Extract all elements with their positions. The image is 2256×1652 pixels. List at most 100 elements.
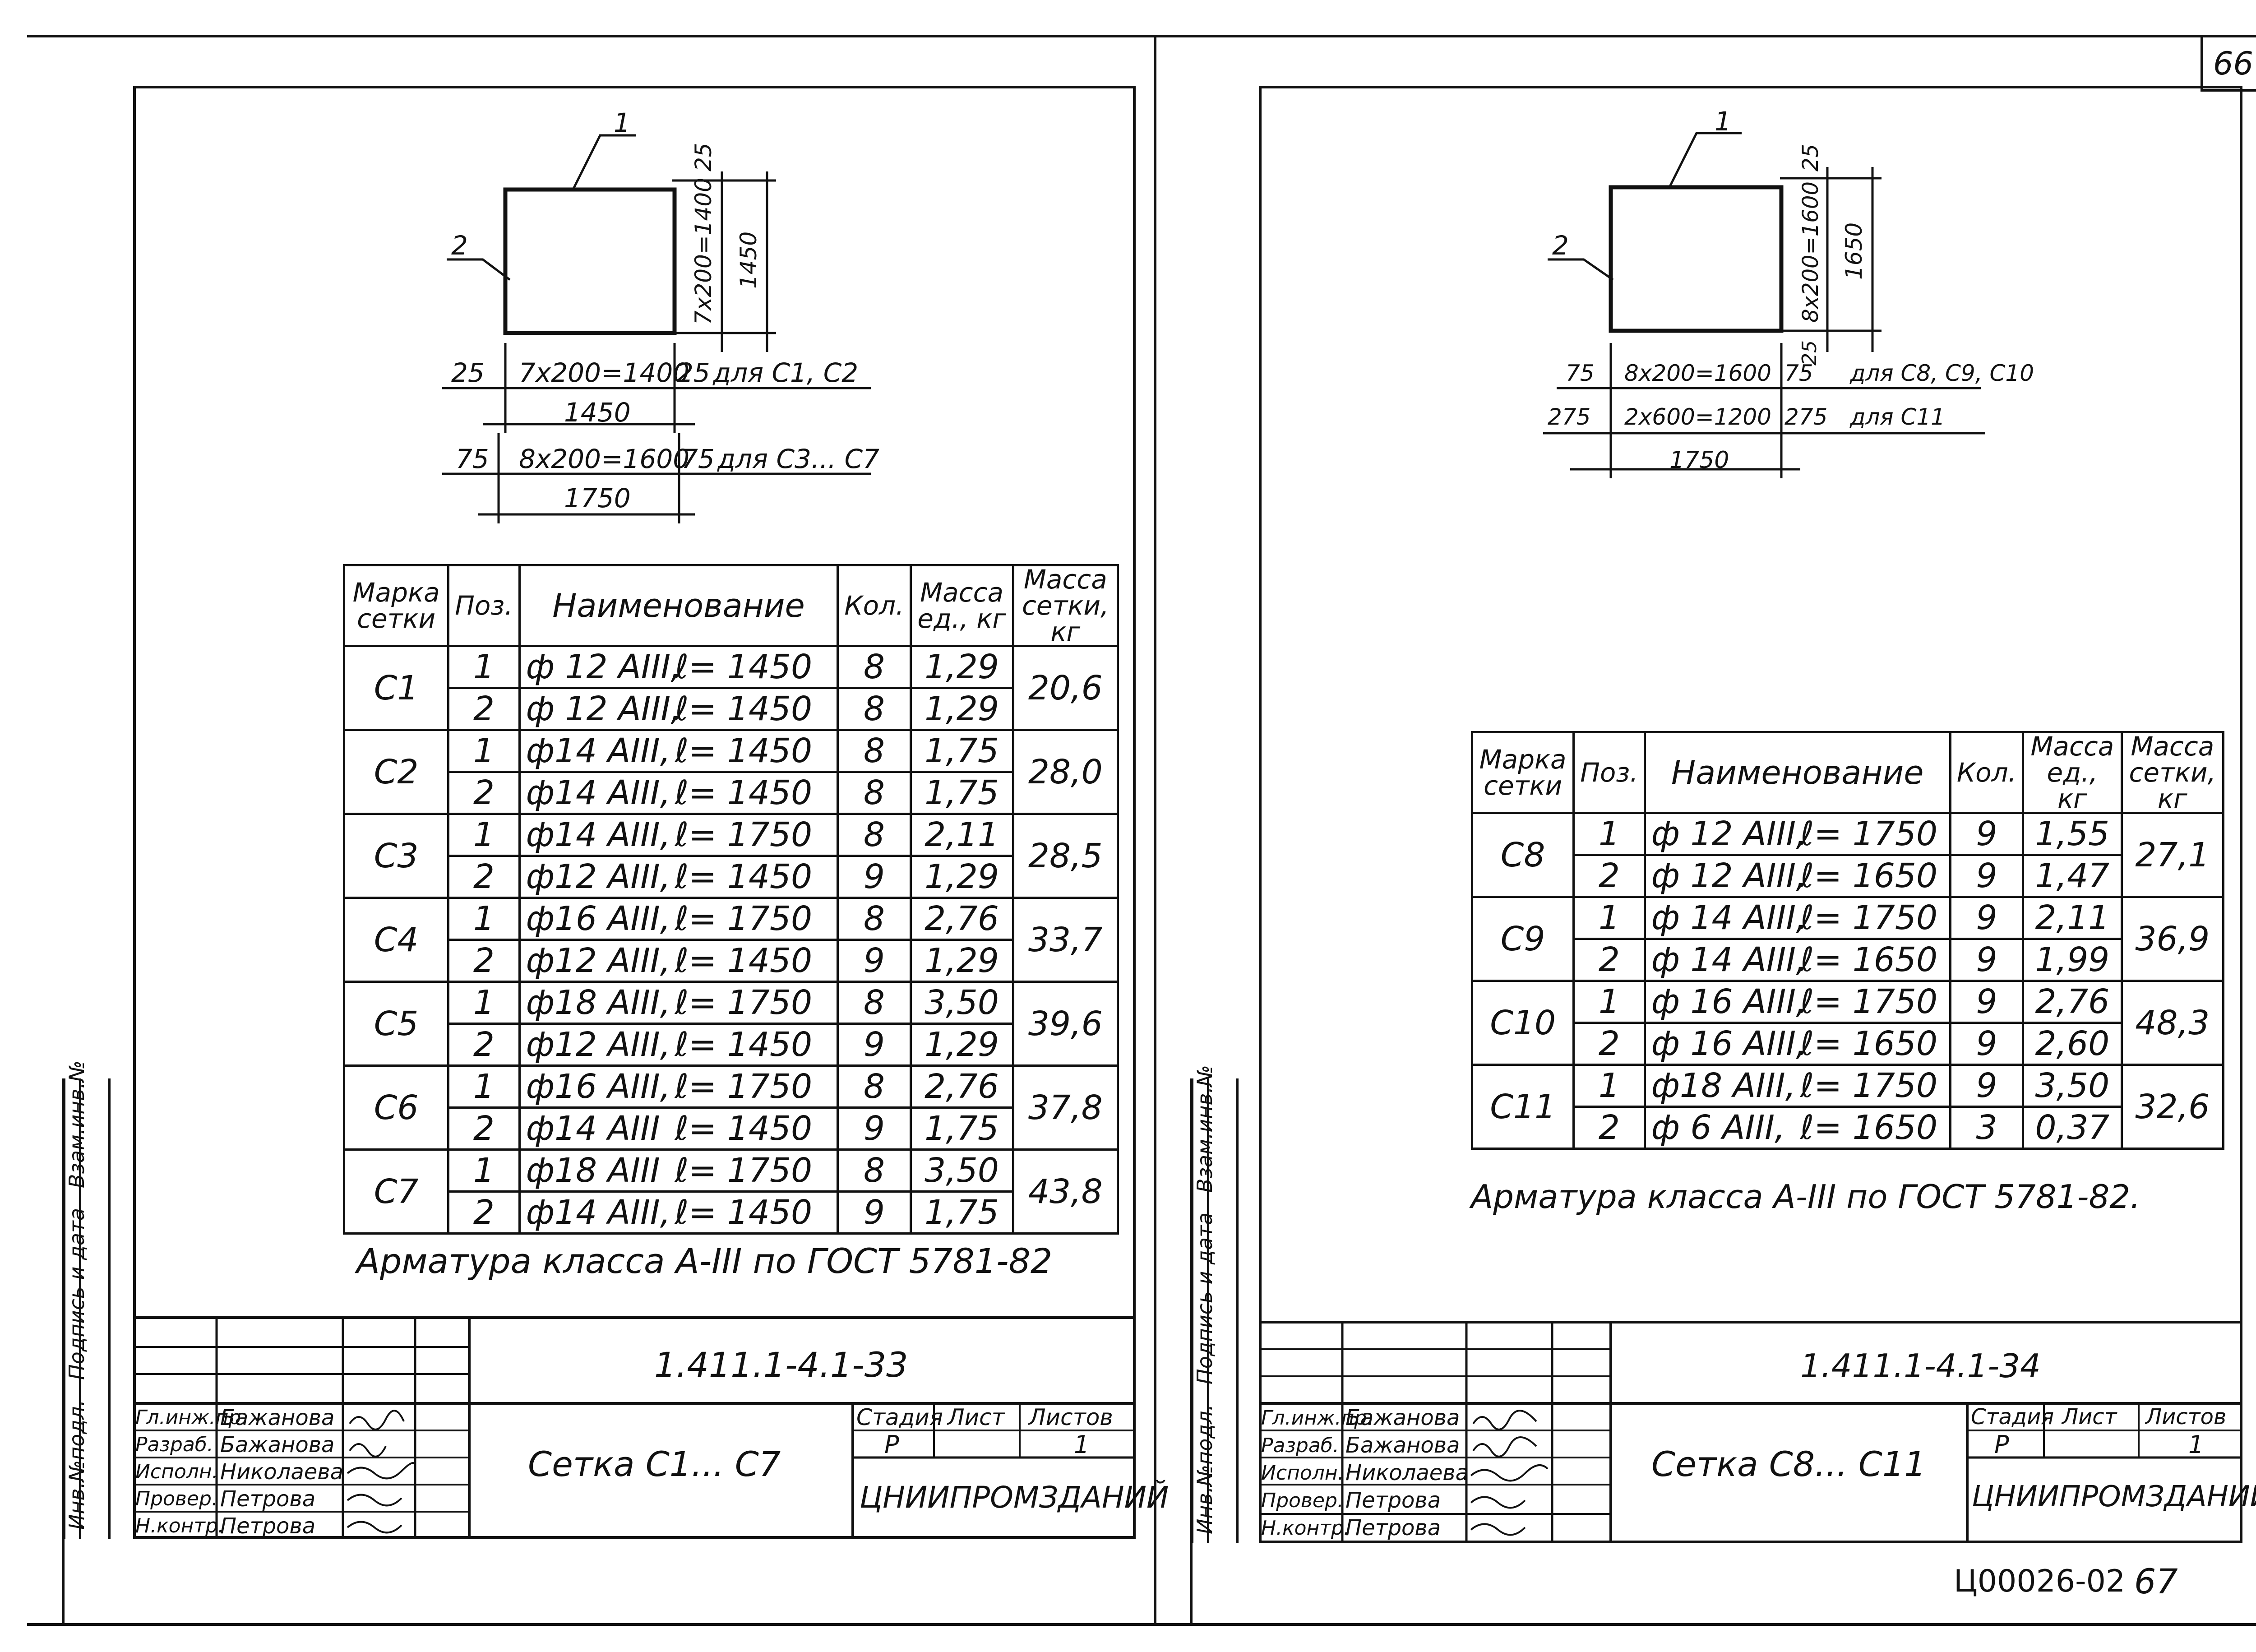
rebar-length: ℓ= 1750 [1800,1066,1938,1105]
person-name: Николаева [1345,1460,1469,1485]
right-side-stamp: Инв.№подл. Подпись и дата Взам.инв.№ [1191,1065,1261,1543]
position-number: 1 [447,981,521,1025]
left-dim-25b: 25 [677,357,710,388]
rebar-spec: ф 12 АIII, [1651,814,1807,853]
rebar-length: ℓ= 1750 [1800,898,1938,937]
unit-mass: 1,29 [909,645,1014,689]
mesh-total-mass: 32,6 [2120,1064,2225,1150]
right-roles: Гл.инж.пр. Разраб. Исполн. Провер. Н.кон… [1261,1404,1373,1542]
quantity: 8 [837,1148,912,1193]
rebar-spec: ф12 АIII, [526,857,671,896]
quantity: 9 [1949,896,2025,940]
right-spec-table: Марка сетки Поз. Наименование Кол. Масса… [1470,731,2225,1150]
item-name: ф12 АIII,ℓ= 1450 [518,855,839,899]
person-name: Бажанова [1345,1405,1460,1430]
rebar-spec: ф16 АIII, [526,1067,671,1106]
rebar-spec: ф18 АIII [526,1151,660,1190]
right-dim-main-1: 8x200=1600 [1624,360,1771,386]
quantity: 9 [837,1106,912,1151]
position-number: 2 [1572,1106,1646,1150]
item-name: ф 6 АIII, ℓ= 1650 [1643,1106,1951,1150]
header-mark: Марка сетки [342,564,450,647]
mesh-total-mass: 37,8 [1012,1064,1119,1151]
mesh-mark: С6 [342,1064,450,1151]
rebar-length: ℓ= 1450 [675,731,813,770]
left-sheet-label: Лист [948,1404,1005,1430]
mesh-mark: С5 [342,981,450,1067]
rebar-spec: ф18 АIII, [1651,1066,1796,1105]
rebar-length: ℓ= 1750 [1800,814,1938,853]
right-dim-275b: 275 [1784,404,1828,430]
right-sheet-label: Лист [2062,1404,2117,1430]
right-sheets: 1 [2188,1430,2204,1459]
header-total-mass: Масса сетки, кг [2120,731,2225,814]
unit-mass: 1,29 [909,855,1014,899]
rebar-length: ℓ= 1650 [1800,1024,1938,1063]
item-name: ф14 АIII,ℓ= 1450 [518,1190,839,1235]
position-number: 1 [1572,812,1646,856]
rebar-spec: ф 6 АIII, [1651,1108,1785,1147]
position-number: 2 [447,1023,521,1067]
position-number: 2 [447,939,521,983]
right-dim-main-2: 2x600=1200 [1624,404,1771,430]
left-dim-75a: 75 [456,444,489,474]
position-number: 1 [1572,896,1646,940]
rebar-spec: ф 16 АIII, [1651,982,1807,1021]
rebar-length: ℓ= 1650 [1800,1108,1938,1147]
mesh-mark: С3 [342,813,450,899]
quantity: 8 [837,771,912,815]
header-qty: Кол. [837,564,912,647]
unit-mass: 1,75 [909,771,1014,815]
item-name: ф12 АIII,ℓ= 1450 [518,1023,839,1067]
item-name: ф 12 АIII,ℓ= 1450 [518,645,839,689]
right-title: Сетка С8... С11 [1651,1444,1926,1484]
rebar-spec: ф16 АIII, [526,899,671,938]
rebar-spec: ф14 АIII [526,1109,660,1148]
position-number: 2 [447,771,521,815]
item-name: ф14 АIII,ℓ= 1450 [518,771,839,815]
left-pos2: 2 [451,230,468,261]
unit-mass: 3,50 [909,1148,1014,1193]
left-spec-table: Марка сетки Поз. Наименование Кол. Масса… [342,564,1119,1235]
quantity: 9 [1949,980,2025,1024]
role: Разраб. [135,1433,213,1456]
item-name: ф16 АIII,ℓ= 1750 [518,1064,839,1109]
unit-mass: 1,55 [2022,812,2123,856]
mesh-total-mass: 48,3 [2120,980,2225,1066]
left-sheet [133,86,1136,1539]
rebar-spec: ф14 АIII, [526,773,671,812]
right-note-1: для С8, С9, С10 [1850,360,2034,386]
rebar-length: ℓ= 1450 [675,689,813,728]
mesh-total-mass: 39,6 [1012,981,1119,1067]
role: Н.контр. [1261,1517,1350,1540]
position-number: 2 [1572,1022,1646,1066]
role: Провер. [1261,1489,1344,1512]
unit-mass: 2,76 [909,1064,1014,1109]
rebar-length: ℓ= 1450 [675,648,813,686]
position-number: 1 [1572,1064,1646,1108]
rebar-spec: ф 12 АIII, [526,689,681,728]
unit-mass: 1,99 [2022,938,2123,982]
position-number: 1 [447,645,521,689]
mesh-mark: С8 [1470,812,1575,898]
quantity: 9 [837,855,912,899]
right-dim-75b: 75 [1784,360,1813,386]
left-stage-label: Стадия [856,1404,943,1430]
rebar-length: ℓ= 1450 [675,1025,813,1064]
